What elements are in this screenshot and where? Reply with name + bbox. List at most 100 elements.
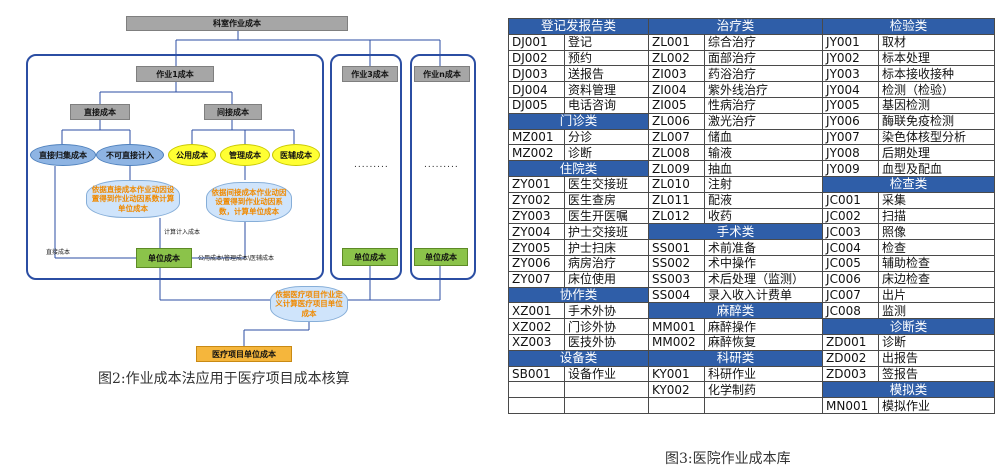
- category-header: 手术类: [648, 223, 824, 241]
- note-shared-costs: 公用成本\管理成本\医辅成本: [198, 255, 275, 262]
- jobn-ellipsis: .........: [424, 160, 459, 170]
- activity-name: 输液: [704, 144, 824, 162]
- activity-name: 标本接收接种: [878, 65, 996, 83]
- activity-name: 照像: [878, 223, 996, 241]
- category-header: 门诊类: [507, 112, 650, 130]
- activity-name: 采集: [878, 191, 996, 209]
- job1-frame: [26, 54, 324, 280]
- activity-name: 诊断: [878, 333, 996, 351]
- unit-cost-box-job3: 单位成本: [342, 248, 398, 266]
- activity-code: DJ001: [508, 33, 565, 51]
- activity-code: SS001: [648, 239, 706, 256]
- activity-name: 染色体核型分析: [878, 128, 996, 146]
- activity-name: 出片: [878, 286, 996, 304]
- activity-code: KY001: [648, 365, 706, 383]
- activity-code: MN001: [822, 397, 880, 414]
- activity-code: [648, 397, 706, 414]
- activity-name: 诊断: [563, 144, 650, 162]
- activity-name: 面部治疗: [704, 49, 824, 67]
- activity-name: 标本处理: [878, 49, 996, 67]
- activity-name: 护士扫床: [563, 239, 650, 256]
- activity-name: 综合治疗: [704, 33, 824, 51]
- category-header: 检查类: [822, 175, 996, 193]
- category-header: 检验类: [822, 18, 996, 35]
- activity-code: ZY004: [508, 223, 565, 241]
- activity-name: 配液: [704, 191, 824, 209]
- activity-name: 酶联免疫检测: [878, 112, 996, 130]
- activity-name: 检查: [878, 239, 996, 256]
- activity-name: [704, 397, 824, 414]
- activity-name: 麻醉操作: [704, 318, 824, 335]
- indirect-driver-cloud: 依据间接成本作业动因设置得到作业动因系数，计算单位成本: [206, 182, 292, 222]
- activity-code: ZD002: [822, 349, 880, 367]
- direct-driver-cloud: 依据直接成本作业动因设置得到作业动因系数计算单位成本: [86, 180, 180, 218]
- aux-cost-ellipse: 医辅成本: [272, 144, 320, 166]
- activity-name: 储血: [704, 128, 824, 146]
- activity-name: 签报告: [878, 365, 996, 383]
- activity-name: 检测（检验）: [878, 81, 996, 98]
- activity-name: 送报告: [563, 65, 650, 83]
- activity-name: 扫描: [878, 207, 996, 225]
- activity-code: JC003: [822, 223, 880, 241]
- activity-code: JY001: [822, 33, 880, 51]
- category-header: 诊断类: [822, 318, 996, 335]
- activity-code: JY008: [822, 144, 880, 162]
- activity-name: 化学制药: [704, 381, 824, 399]
- job1-cost-box: 作业1成本: [136, 66, 214, 82]
- indirect-cost-box: 间接成本: [204, 104, 262, 120]
- category-header: 治疗类: [648, 18, 824, 35]
- activity-code: ZI004: [648, 81, 706, 98]
- figure-3-caption: 图3:医院作业成本库: [665, 451, 791, 467]
- jobn-cost-box: 作业n成本: [414, 66, 470, 82]
- activity-name: 分诊: [563, 128, 650, 146]
- activity-code: ZY007: [508, 270, 565, 288]
- activity-code: ZD003: [822, 365, 880, 383]
- activity-code: ZL006: [648, 112, 706, 130]
- activity-name: 医生查房: [563, 191, 650, 209]
- activity-name: 收药: [704, 207, 824, 225]
- activity-code: ZY002: [508, 191, 565, 209]
- activity-code: XZ002: [508, 318, 565, 335]
- activity-name: 模拟作业: [878, 397, 996, 414]
- activity-code: JY002: [822, 49, 880, 67]
- activity-name: 基因检测: [878, 96, 996, 114]
- activity-code: JC001: [822, 191, 880, 209]
- activity-code: DJ005: [508, 96, 565, 114]
- activity-code: ZL012: [648, 207, 706, 225]
- manage-cost-ellipse: 管理成本: [220, 144, 270, 166]
- activity-name: 出报告: [878, 349, 996, 367]
- category-header: 模拟类: [822, 381, 996, 399]
- activity-code: ZD001: [822, 333, 880, 351]
- activity-name: 床位使用: [563, 270, 650, 288]
- activity-name: 科研作业: [704, 365, 824, 383]
- activity-name: 床边检查: [878, 270, 996, 288]
- activity-name: 电话咨询: [563, 96, 650, 114]
- activity-code: XZ001: [508, 302, 565, 320]
- activity-code: SS003: [648, 270, 706, 288]
- activity-name: 紫外线治疗: [704, 81, 824, 98]
- category-header: 住院类: [507, 160, 650, 177]
- activity-name: 登记: [563, 33, 650, 51]
- project-definition-cloud: 依据医疗项目作业定义计算医疗项目单位成本: [270, 286, 348, 322]
- activity-code: ZY003: [508, 207, 565, 225]
- activity-name: [563, 397, 650, 414]
- activity-code: XZ003: [508, 333, 565, 351]
- activity-code: MZ002: [508, 144, 565, 162]
- activity-name: 录入收入计费单: [704, 286, 824, 304]
- job3-ellipsis: .........: [354, 160, 389, 170]
- activity-name: 监测: [878, 302, 996, 320]
- activity-name: 门诊外协: [563, 318, 650, 335]
- activity-name: 病房治疗: [563, 254, 650, 272]
- activity-code: JY007: [822, 128, 880, 146]
